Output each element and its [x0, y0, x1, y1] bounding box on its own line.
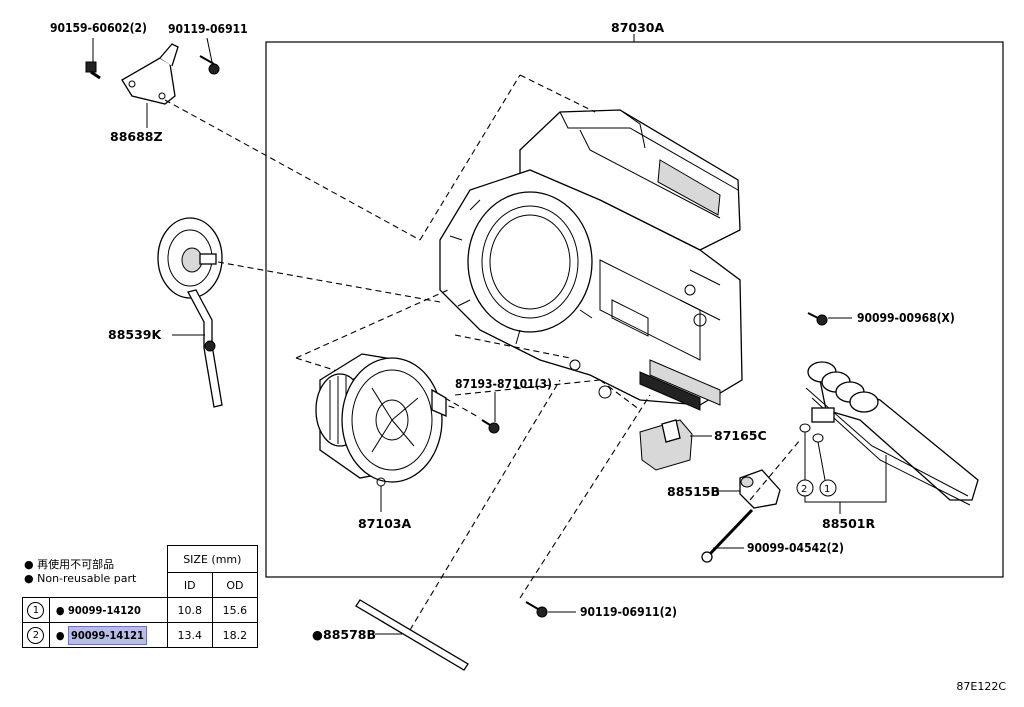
- label-90099-00968[interactable]: 90099-00968(X): [857, 311, 955, 325]
- note-jp-text: 再使用不可部品: [37, 558, 115, 571]
- label-87103a[interactable]: 87103A: [358, 516, 411, 531]
- label-88501r[interactable]: 88501R: [822, 516, 875, 531]
- non-reusable-legend: SIZE (mm) ID OD 1 ● 90099-14120 10.8 15.…: [22, 545, 259, 657]
- label-88515b[interactable]: 88515B: [667, 484, 720, 499]
- note-en-text: Non-reusable part: [37, 572, 137, 585]
- label-88539k[interactable]: 88539K: [108, 327, 162, 342]
- blower-motor-87103a: [315, 353, 447, 487]
- legend-note-jp: ● 再使用不可部品: [24, 556, 114, 572]
- diagram-reference-code: 87E122C: [956, 680, 1006, 693]
- id-header: ID: [166, 572, 213, 598]
- part-number[interactable]: 90099-14120: [67, 603, 141, 617]
- bullet-88578b: ●: [312, 627, 323, 642]
- clamp-88515b: [739, 469, 781, 509]
- evaporator-88501r: [799, 361, 979, 506]
- label-90119-06911-bottom[interactable]: 90119-06911(2): [580, 605, 677, 619]
- id-value: 13.4: [166, 622, 213, 648]
- bullet: ●: [24, 572, 34, 585]
- circle-marker-1: [819, 479, 837, 497]
- screw-90119-bottom: [525, 601, 548, 618]
- od-value: 15.6: [211, 597, 259, 623]
- screw-87193: [481, 419, 500, 434]
- circle-marker-2-text: 2: [801, 484, 807, 495]
- circle-marker-1-text: 1: [824, 484, 830, 495]
- bolt-90099-04542: [701, 508, 754, 563]
- od-header: OD: [211, 572, 259, 598]
- label-88688z[interactable]: 88688Z: [110, 129, 163, 144]
- screw-90099-00968: [807, 312, 828, 326]
- label-87030a[interactable]: 87030A: [611, 20, 664, 35]
- size-table: SIZE (mm) ID OD 1 ● 90099-14120 10.8 15.…: [22, 545, 259, 648]
- screw-90159: [85, 61, 101, 80]
- screw-90119-top: [199, 55, 220, 75]
- row-index: 2: [27, 626, 45, 644]
- label-87193-87101[interactable]: 87193-87101(3): [455, 377, 552, 391]
- label-88578b[interactable]: 88578B: [323, 627, 376, 642]
- table-row: 1 ● 90099-14120 10.8 15.6: [22, 597, 259, 623]
- label-90119-06911-top[interactable]: 90119-06911: [168, 22, 248, 36]
- filter-88578b: [355, 599, 469, 671]
- part-88539k: [157, 217, 223, 408]
- part-number-highlighted[interactable]: 90099-14121: [67, 625, 147, 645]
- bullet: ●: [55, 603, 65, 617]
- row-index: 1: [27, 601, 45, 619]
- bracket-88688z: [121, 43, 179, 105]
- table-row: 2 ● 90099-14121 13.4 18.2: [22, 622, 259, 648]
- label-87165c[interactable]: 87165C: [714, 428, 767, 443]
- resistor-87165c: [639, 419, 693, 471]
- bullet: ●: [24, 558, 34, 571]
- id-value: 10.8: [166, 597, 213, 623]
- blower-housing-87030a: [439, 109, 743, 411]
- label-90099-04542[interactable]: 90099-04542(2): [747, 541, 844, 555]
- legend-note-en: ● Non-reusable part: [24, 572, 136, 585]
- size-header: SIZE (mm): [166, 545, 259, 573]
- label-90159-60602[interactable]: 90159-60602(2): [50, 21, 147, 35]
- bullet: ●: [55, 628, 65, 642]
- od-value: 18.2: [211, 622, 259, 648]
